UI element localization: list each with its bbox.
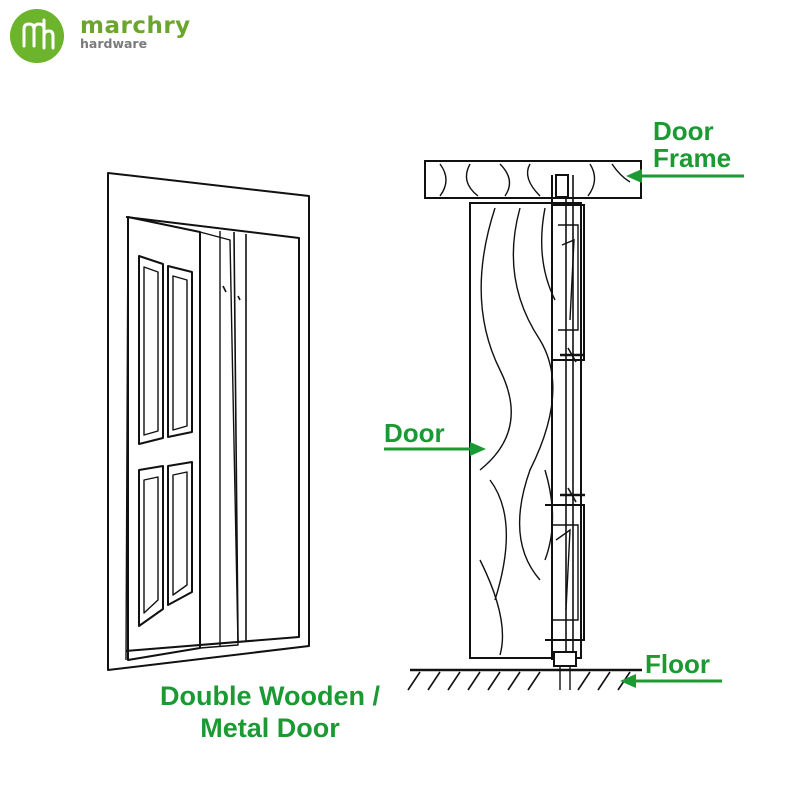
floor-arrowhead: [620, 674, 636, 688]
door-type-caption: Double Wooden / Metal Door: [60, 680, 480, 744]
door-leaf: [469, 202, 582, 659]
mh-monogram-icon: [10, 9, 64, 63]
callout-arrows: [384, 169, 744, 688]
floor-label: Floor: [645, 649, 710, 679]
door-frame-label-line2: Frame: [653, 143, 732, 173]
door-arrowhead: [470, 442, 486, 456]
hinge-section-diagram: [407, 160, 642, 691]
caption-line-2: Metal Door: [200, 713, 340, 743]
door-frame-label: Door Frame: [653, 118, 731, 172]
door-frame-label-line1: Door: [653, 116, 714, 146]
logo: [10, 9, 64, 63]
door-frame-arrowhead: [626, 169, 642, 183]
double-door-illustration: [107, 172, 310, 671]
door-frame-beam: [424, 160, 642, 199]
brand-name: marchry: [80, 13, 191, 39]
caption-line-1: Double Wooden /: [160, 681, 380, 711]
door-label: Door: [384, 418, 445, 448]
brand-tagline: hardware: [80, 36, 148, 51]
floor-hatching: [407, 671, 631, 691]
